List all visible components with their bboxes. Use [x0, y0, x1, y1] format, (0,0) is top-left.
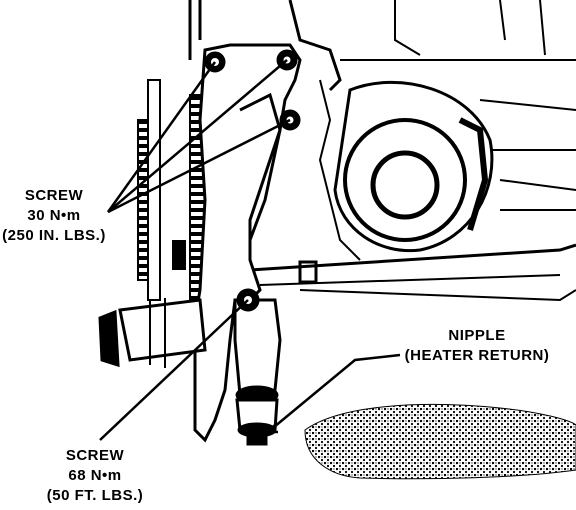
screw-callout-lower: SCREW 68 N•m (50 FT. LBS.): [30, 446, 160, 506]
screw-label: SCREW: [24, 187, 84, 204]
screw-label: SCREW: [65, 447, 125, 464]
pulley-cover: [333, 80, 494, 253]
nipple-description: (HEATER RETURN): [404, 347, 550, 364]
torque-metric: 68 N•m: [68, 467, 122, 484]
torque-imperial: (250 IN. LBS.): [2, 227, 106, 244]
nipple-callout: NIPPLE (HEATER RETURN): [392, 326, 562, 366]
heater-hose: [304, 404, 576, 480]
pump-pulley-hub: [98, 298, 207, 368]
heater-nipple: [233, 288, 282, 446]
leader-lines: [99, 59, 401, 441]
nipple-label: NIPPLE: [448, 327, 506, 344]
engine-block: [188, 0, 576, 302]
screw-callout-upper: SCREW 30 N•m (250 IN. LBS.): [0, 186, 108, 246]
torque-imperial: (50 FT. LBS.): [46, 487, 144, 504]
torque-metric: 30 N•m: [27, 207, 81, 224]
